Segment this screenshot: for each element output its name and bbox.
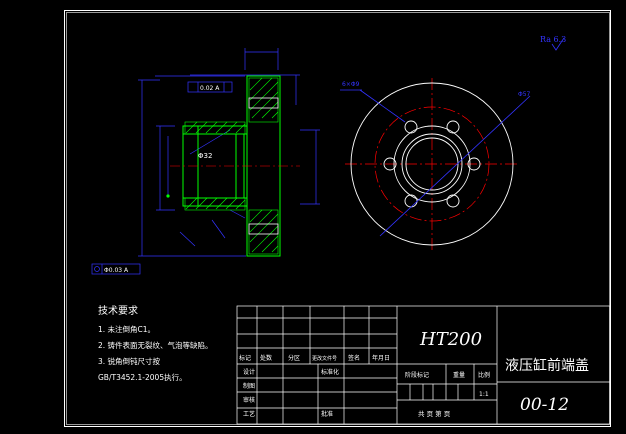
tech-item-3: 3. 锐角倒钝尺寸按 xyxy=(98,356,161,366)
front-bolt-holes xyxy=(383,120,481,208)
tech-item-1: 1. 未注倒角C1。 xyxy=(98,324,155,334)
concentricity-text: Φ0.03 A xyxy=(104,267,129,274)
roughness-text: Ra 6.3 xyxy=(540,35,566,44)
tb-designer: 设计 xyxy=(243,368,255,376)
front-centerlines xyxy=(345,78,520,252)
tb-scale-label: 比例 xyxy=(478,371,490,379)
tolerance-text: 0.02 A xyxy=(200,85,220,92)
tb-approver: 批准 xyxy=(321,410,333,418)
tb-scale-value: 1:1 xyxy=(479,391,489,398)
material-text: HT200 xyxy=(419,329,482,350)
tb-label-mark: 标记 xyxy=(239,354,251,362)
tb-weight: 重量 xyxy=(453,371,465,379)
tb-label-count: 处数 xyxy=(260,354,272,362)
title-block-text: HT200 液压缸前端盖 00-12 标记 处数 分区 更改文件号 签名 年月日… xyxy=(239,329,589,418)
section-view: 0.02 A Φ0.03 A xyxy=(91,48,320,275)
part-name-text: 液压缸前端盖 xyxy=(505,357,589,374)
tb-stage-mark: 阶段标记 xyxy=(405,371,429,379)
front-circles xyxy=(350,82,514,246)
tb-label-sign: 签名 xyxy=(348,354,360,362)
bolt-hole xyxy=(404,120,418,134)
bolt-hole xyxy=(446,120,460,134)
datum-frame: Φ0.03 A xyxy=(91,263,141,275)
sheet-border xyxy=(64,10,611,427)
section-dimensions xyxy=(138,48,320,257)
bolt-hole xyxy=(383,157,397,171)
tech-title: 技术要求 xyxy=(98,304,138,317)
tb-sheet: 共 页 第 页 xyxy=(418,409,451,418)
bolt-hole xyxy=(446,194,460,208)
tb-label-date: 年月日 xyxy=(372,354,390,362)
surface-roughness-symbol: Ra 6.3 xyxy=(540,35,566,51)
tech-item-2: 2. 铸件表面无裂纹、气泡等缺陷。 xyxy=(98,340,213,350)
pcd-label: Φ57 xyxy=(518,91,531,98)
tech-requirements: 技术要求 1. 未注倒角C1。 2. 铸件表面无裂纹、气泡等缺陷。 3. 锐角倒… xyxy=(98,304,213,382)
tb-label-zone: 分区 xyxy=(288,354,300,362)
tech-item-4: GB/T3452.1-2005执行。 xyxy=(98,372,187,382)
tb-drafter: 制图 xyxy=(243,382,255,390)
front-view: 6×Φ9 Φ57 xyxy=(340,78,531,252)
tb-checker: 审核 xyxy=(243,396,255,404)
front-leaders xyxy=(340,89,531,237)
bore-diameter-label: Φ32 xyxy=(198,152,212,160)
sheet-inner-border xyxy=(66,12,610,425)
tb-process: 工艺 xyxy=(243,410,255,418)
tb-standardization: 标准化 xyxy=(321,368,339,376)
bolt-hole xyxy=(404,194,418,208)
title-block xyxy=(236,305,611,425)
section-bolt-holes xyxy=(248,97,279,235)
tolerance-frame: 0.02 A xyxy=(187,81,233,93)
bolt-hole xyxy=(467,157,481,171)
tb-label-doc: 更改文件号 xyxy=(312,355,337,362)
drawing-number-text: 00-12 xyxy=(520,395,569,415)
holes-label: 6×Φ9 xyxy=(342,81,360,88)
